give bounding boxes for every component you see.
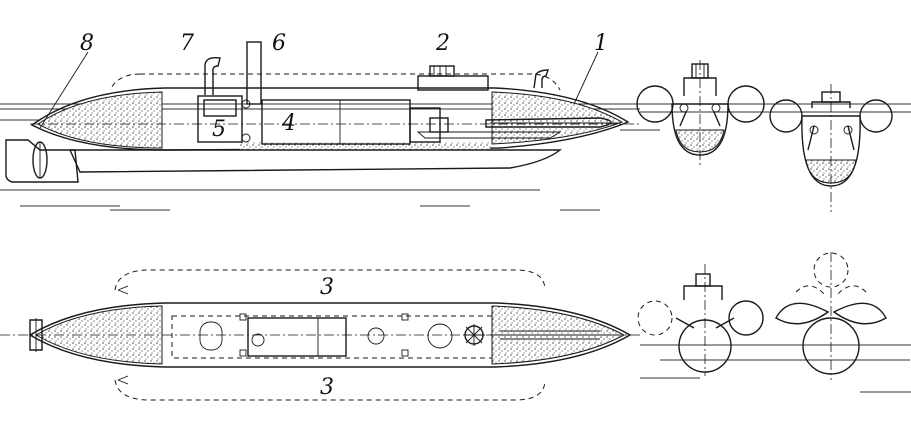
callout-4: 4 <box>281 111 296 136</box>
aft-ballast-tank <box>37 91 163 149</box>
section-view-bottom-right <box>775 252 887 380</box>
callout-2: 2 <box>435 31 450 56</box>
keel-side <box>68 149 562 173</box>
section-view-top-left <box>636 60 765 168</box>
callout-6: 6 <box>272 31 286 56</box>
fore-ballast-tank <box>491 91 624 145</box>
callout-3-bottom: 3 <box>320 375 334 400</box>
callout-8: 8 <box>80 31 94 56</box>
callout-7: 7 <box>180 31 194 56</box>
steering-wheel-icon <box>463 324 485 346</box>
float-outline-plan-top <box>114 269 546 291</box>
plan-view <box>0 269 640 401</box>
funnel <box>246 41 262 105</box>
ventilator <box>204 56 221 95</box>
section-view-top-right <box>769 84 893 212</box>
section-view-bottom-left <box>637 264 911 393</box>
float-outline-plan-bottom <box>114 379 546 401</box>
callout-3-top: 3 <box>320 275 334 300</box>
stern-rudder <box>5 139 79 183</box>
hull-side <box>30 87 630 151</box>
callout-labels: 1 2 3 3 4 5 6 7 8 <box>80 31 608 400</box>
engine-box <box>197 95 243 143</box>
callout-1: 1 <box>594 31 608 56</box>
leader-lines <box>39 51 599 129</box>
side-elevation <box>0 41 911 211</box>
callout-5: 5 <box>212 117 226 142</box>
float-outline-side <box>109 73 561 91</box>
keel-ballast <box>240 142 490 150</box>
